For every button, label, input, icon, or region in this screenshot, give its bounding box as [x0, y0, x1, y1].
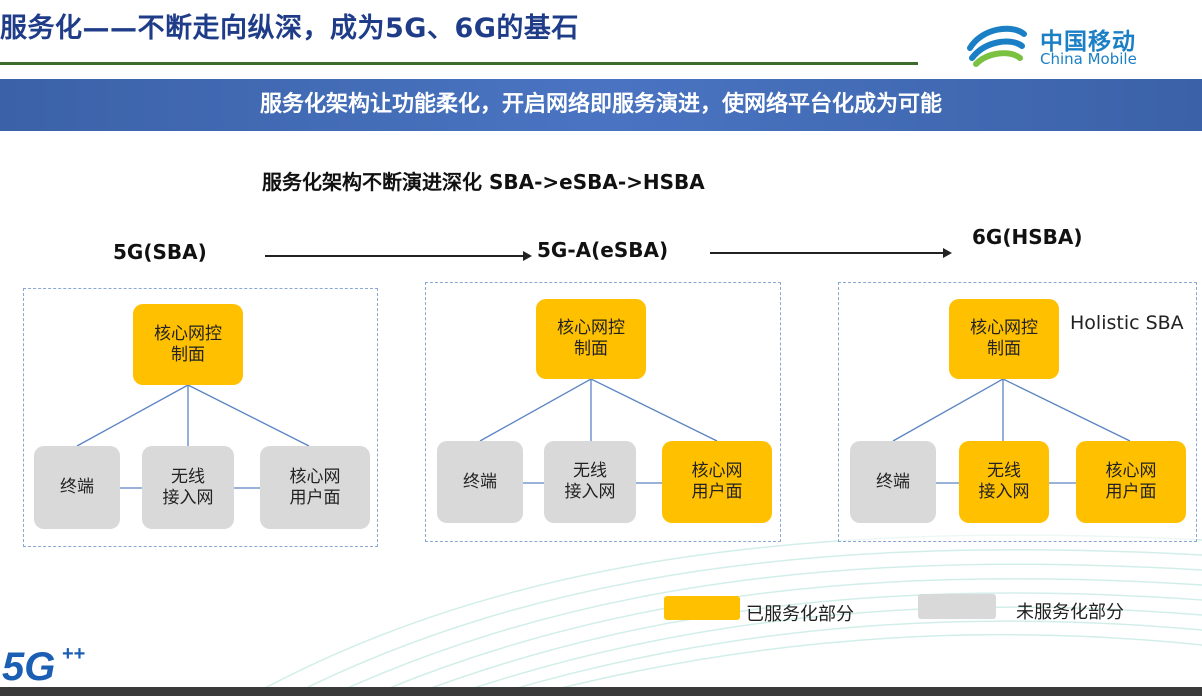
- stage-panel-5ga: 核心网控 制面 终端 无线 接入网 核心网 用户面: [425, 282, 781, 542]
- stage-label-5g: 5G(SBA): [113, 240, 207, 264]
- node-core-control-plane: 核心网控 制面: [949, 299, 1059, 379]
- node-radio-access-network: 无线 接入网: [959, 441, 1049, 523]
- legend-swatch-unserved: [918, 594, 996, 619]
- node-terminal: 终端: [34, 446, 120, 529]
- brand-logo: 中国移动 China Mobile: [962, 18, 1162, 72]
- stage-label-6g: 6G(HSBA): [972, 225, 1083, 249]
- arrow-5g-to-5ga: [265, 251, 532, 261]
- china-mobile-logo-icon: [967, 25, 1027, 67]
- legend-swatch-served: [664, 596, 740, 620]
- stage-panel-6g: 核心网控 制面 终端 无线 接入网 核心网 用户面: [838, 282, 1197, 542]
- node-terminal: 终端: [437, 441, 523, 523]
- node-core-user-plane: 核心网 用户面: [260, 446, 370, 529]
- legend-label-served: 已服务化部分: [746, 604, 854, 625]
- node-core-user-plane: 核心网 用户面: [662, 441, 772, 523]
- node-core-user-plane: 核心网 用户面: [1076, 441, 1186, 523]
- connector-lines: [892, 378, 1131, 484]
- node-core-control-plane: 核心网控 制面: [536, 299, 646, 379]
- legend-label-unserved: 未服务化部分: [1016, 602, 1124, 623]
- page-title: 服务化——不断走向纵深，成为5G、6G的基石: [0, 13, 579, 44]
- stage-panel-5g: 核心网控 制面 终端 无线 接入网 核心网 用户面: [23, 288, 378, 547]
- brand-name-en: China Mobile: [1040, 50, 1137, 68]
- connector-lines: [479, 378, 718, 484]
- brand-name-cn: 中国移动: [1040, 29, 1136, 55]
- footer-bar: [0, 687, 1202, 696]
- node-terminal: 终端: [850, 441, 936, 523]
- banner: 服务化架构让功能柔化，开启网络即服务演进，使网络平台化成为可能: [0, 79, 1202, 131]
- node-radio-access-network: 无线 接入网: [142, 446, 234, 529]
- stage-label-5ga: 5G-A(eSBA): [537, 238, 669, 262]
- holistic-sba-label: Holistic SBA: [1070, 312, 1184, 334]
- node-core-control-plane: 核心网控 制面: [133, 304, 243, 385]
- 5g-logo-icon: 5G ++: [2, 643, 85, 686]
- 5g-logo-text: 5G: [2, 645, 55, 686]
- connector-lines: [76, 384, 310, 489]
- diagram-subtitle: 服务化架构不断演进深化 SBA->eSBA->HSBA: [262, 170, 705, 194]
- title-underline: [0, 62, 918, 65]
- arrow-5ga-to-6g: [710, 248, 952, 258]
- svg-text:++: ++: [62, 643, 85, 665]
- node-radio-access-network: 无线 接入网: [544, 441, 636, 523]
